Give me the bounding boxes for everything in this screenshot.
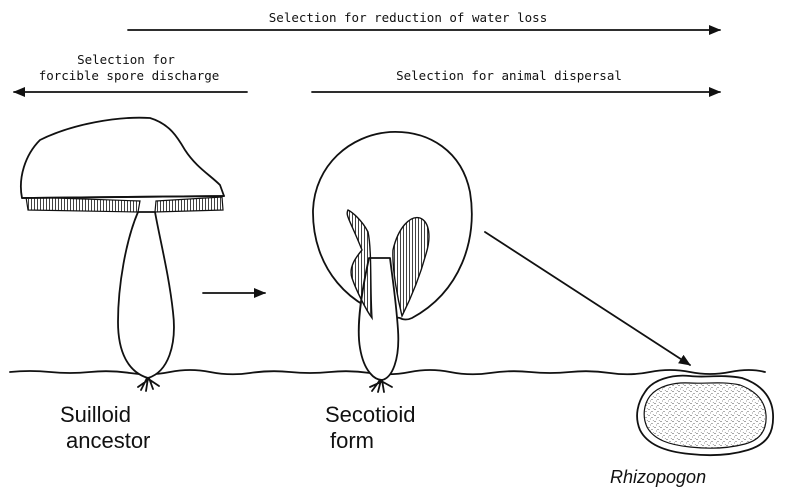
- animal-dispersal-arrow: Selection for animal dispersal: [312, 68, 720, 92]
- spore-discharge-arrow: Selection for forcible spore discharge: [14, 52, 247, 92]
- rhizopogon-arrow: [485, 232, 690, 365]
- water-loss-label: Selection for reduction of water loss: [269, 10, 547, 25]
- secotioid-illustration: [313, 132, 472, 392]
- suilloid-stipe: [118, 212, 174, 378]
- suilloid-gills-right: [155, 197, 223, 212]
- suilloid-label-line2: ancestor: [66, 428, 150, 453]
- secotioid-label-line1: Secotioid: [325, 402, 416, 427]
- animal-dispersal-label: Selection for animal dispersal: [396, 68, 622, 83]
- rhizopogon-illustration: [637, 376, 773, 456]
- spore-discharge-label-line2: forcible spore discharge: [39, 68, 220, 83]
- suilloid-cap: [21, 118, 224, 198]
- spore-discharge-label-line1: Selection for: [77, 52, 175, 67]
- suilloid-gills: [26, 197, 140, 212]
- secotioid-label-line2: form: [330, 428, 374, 453]
- suilloid-mushroom-illustration: [21, 118, 224, 391]
- rhizopogon-label: Rhizopogon: [610, 467, 706, 487]
- water-loss-arrow: Selection for reduction of water loss: [128, 10, 720, 30]
- suilloid-label-line1: Suilloid: [60, 402, 131, 427]
